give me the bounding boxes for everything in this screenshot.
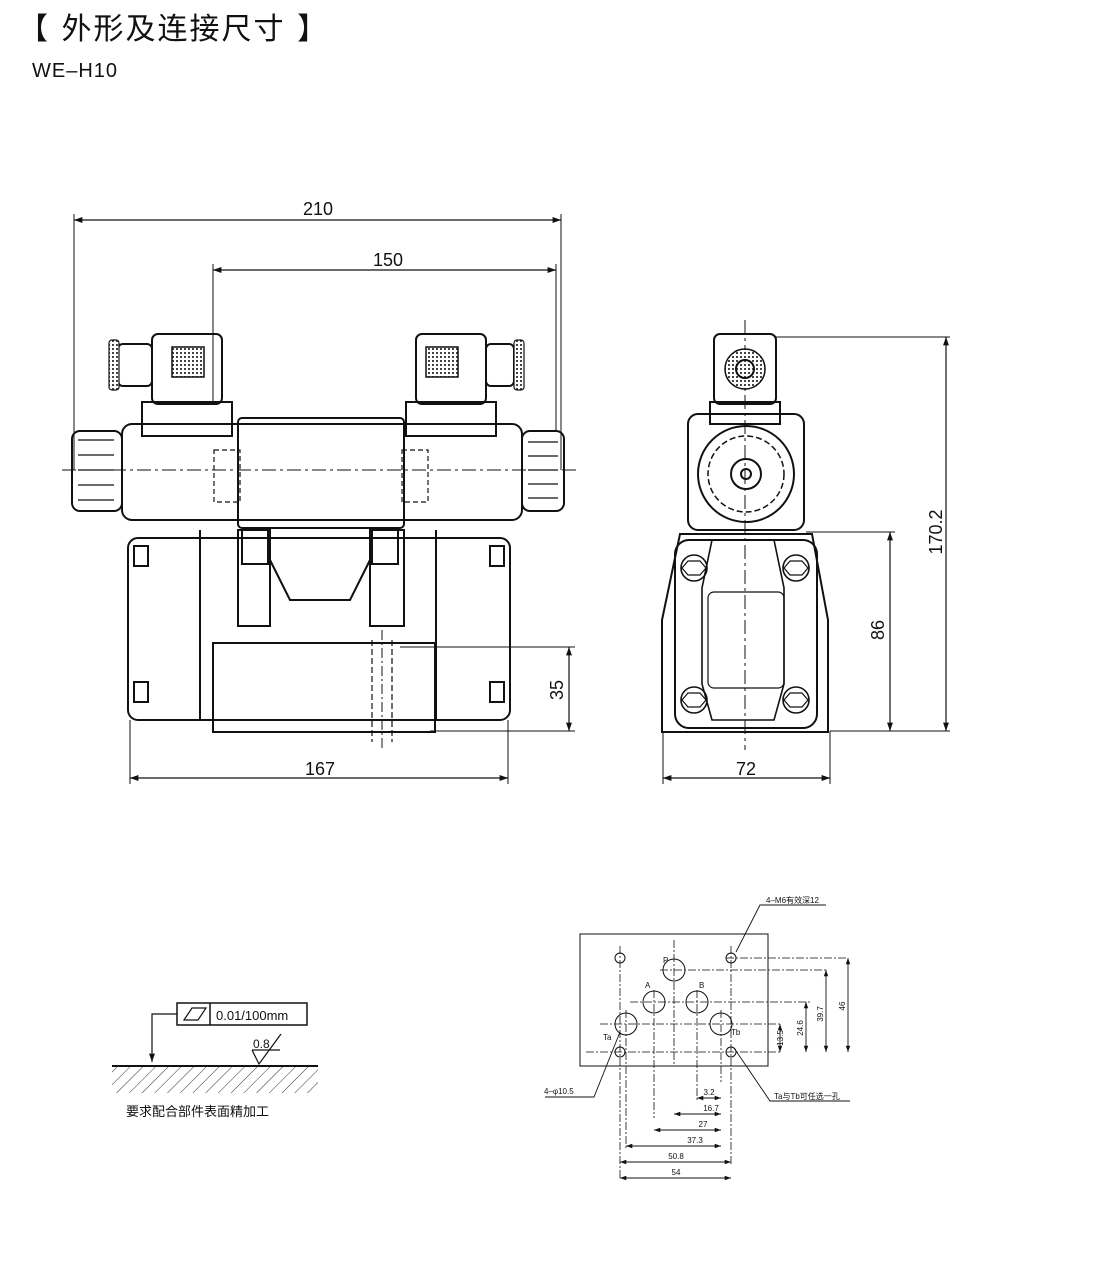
port-label-p: P [663, 956, 668, 965]
dim-46: 46 [838, 1001, 847, 1010]
hole-callout: 4–φ10.5 [544, 1087, 574, 1096]
dim-37-3: 37.3 [687, 1136, 703, 1145]
dim-side-width: 72 [736, 759, 756, 779]
dim-39-7: 39.7 [816, 1006, 825, 1022]
mounting-callouts: 4–M6有效深12 4–φ10.5 Ta与Tb可任选一孔 [544, 895, 840, 1101]
mounting-dims-vertical: 13.5 24.6 39.7 46 [776, 1001, 847, 1046]
port-label-tb: Tb [731, 1028, 741, 1037]
port-label-ta: Ta [603, 1033, 612, 1042]
dim-13-5: 13.5 [776, 1030, 785, 1046]
side-view [661, 320, 950, 784]
model-code: WE–H10 [32, 60, 119, 82]
port-label-a: A [645, 981, 651, 990]
dim-24-6: 24.6 [796, 1020, 805, 1036]
dim-54: 54 [672, 1168, 681, 1177]
port-label-b: B [699, 981, 704, 990]
dim-overall-width: 210 [303, 199, 333, 219]
tank-callout: Ta与Tb可任选一孔 [774, 1091, 840, 1101]
dim-50-8: 50.8 [668, 1152, 684, 1161]
port-labels: P A B Ta Tb [603, 956, 741, 1042]
roughness-value: 0.8 [253, 1037, 270, 1051]
dim-3-2: 3.2 [703, 1088, 715, 1097]
mounting-dims-horizontal: 3.2 16.7 27 37.3 50.8 54 [668, 1088, 719, 1177]
mounting-face [545, 904, 851, 1181]
thread-callout: 4–M6有效深12 [766, 895, 819, 905]
dim-solenoid-span: 150 [373, 250, 403, 270]
page-title: 【 外形及连接尺寸 】 [18, 12, 330, 47]
dim-body-height: 86 [868, 620, 888, 640]
dim-overall-height: 170.2 [926, 509, 946, 554]
dim-port-height: 35 [547, 680, 567, 700]
surface-finish-note [112, 1002, 318, 1093]
front-view [62, 214, 578, 784]
flatness-value: 0.01/100mm [216, 1008, 288, 1023]
surface-note-caption: 要求配合部件表面精加工 [126, 1104, 269, 1119]
dim-body-width: 167 [305, 759, 335, 779]
dim-27: 27 [699, 1120, 708, 1129]
dim-16-7: 16.7 [703, 1104, 719, 1113]
